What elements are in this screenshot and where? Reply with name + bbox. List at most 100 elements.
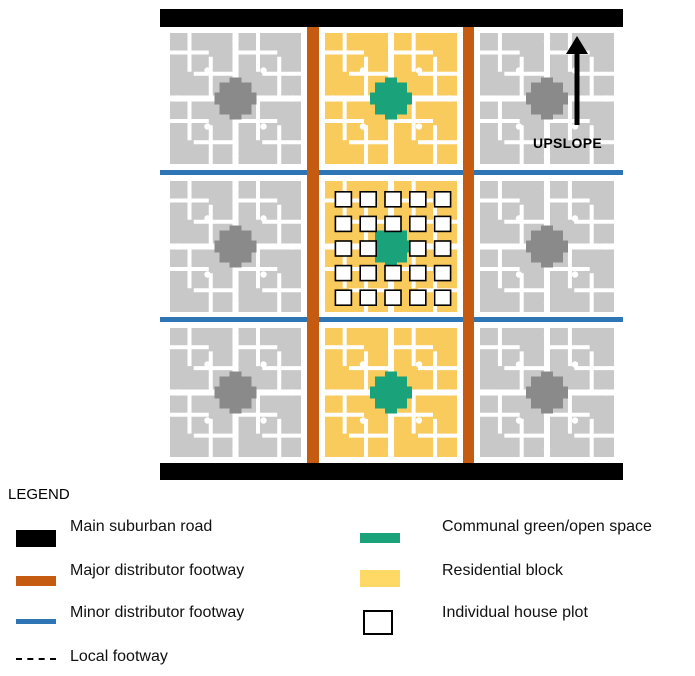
main-road-label: Main suburban road <box>70 518 213 535</box>
local-footway <box>238 198 278 203</box>
local-footway <box>364 56 369 96</box>
footway-node <box>359 67 367 74</box>
local-footway <box>394 119 434 123</box>
major-footway-swatch <box>16 576 56 586</box>
footway-node <box>543 152 551 160</box>
house-plot <box>334 215 353 233</box>
local-footway <box>208 204 213 244</box>
upslope-label: UPSLOPE <box>533 135 603 151</box>
footway-node <box>289 243 297 250</box>
footway-node <box>571 271 579 278</box>
footway-node <box>232 332 239 340</box>
local-footway <box>480 50 520 55</box>
house-plot <box>334 264 353 282</box>
footway-node <box>602 389 610 396</box>
footway-node <box>260 417 267 424</box>
local-footway <box>325 119 365 123</box>
footway-node <box>232 152 239 160</box>
house-plot <box>359 240 378 257</box>
footway-node <box>359 123 367 130</box>
footway-node <box>387 152 395 160</box>
local-footway <box>170 198 209 203</box>
local-footway <box>574 288 614 293</box>
local-footway <box>550 412 590 417</box>
footway-node <box>484 95 492 102</box>
local-footway <box>574 433 614 438</box>
local-footway <box>364 418 369 457</box>
footway-node <box>387 332 395 340</box>
local-footway <box>193 288 233 293</box>
local-footway <box>480 345 520 350</box>
footway-node <box>543 300 551 308</box>
local-footway <box>364 351 369 390</box>
local-footway <box>193 71 233 76</box>
local-footway <box>480 198 520 203</box>
local-footway <box>589 56 594 96</box>
local-footway <box>238 412 278 417</box>
local-footway <box>277 418 282 457</box>
local-footway <box>325 345 365 350</box>
footway-node <box>602 95 610 102</box>
footway-node <box>232 37 239 45</box>
footway-node <box>204 271 211 278</box>
footway-node <box>204 215 211 222</box>
local-footway <box>589 204 594 244</box>
communal-space <box>531 230 563 263</box>
local-footway <box>238 267 278 271</box>
local-footway <box>550 267 590 271</box>
local-footway <box>277 273 282 312</box>
grey-block <box>164 27 307 170</box>
residential-block-label: Residential block <box>442 562 563 579</box>
local-footway <box>238 119 278 123</box>
footway-node <box>515 361 523 368</box>
house-plot <box>433 240 452 257</box>
main-road-swatch <box>16 530 56 547</box>
minor-footway-swatch <box>16 619 56 624</box>
upslope-arrow <box>566 36 588 125</box>
house-plot <box>433 191 452 208</box>
local-footway <box>170 412 209 417</box>
green-space-label: Communal green/open space <box>442 518 652 535</box>
local-footway <box>277 351 282 390</box>
house-plot <box>334 289 353 307</box>
block-grid <box>164 27 620 463</box>
local-footway <box>504 433 544 438</box>
local-footway <box>550 119 590 123</box>
grey-block <box>474 27 620 170</box>
local-footway <box>519 56 524 96</box>
local-footway <box>170 345 209 350</box>
local-footway <box>170 267 209 271</box>
minor-footway-label: Minor distributor footway <box>70 604 245 621</box>
footway-node <box>543 332 551 340</box>
footway-node <box>260 67 267 74</box>
local-footway <box>519 204 524 244</box>
local-footway <box>170 50 209 55</box>
footway-node <box>260 361 267 368</box>
house-plot <box>359 289 378 307</box>
local-footway <box>417 140 457 145</box>
footway-node <box>543 185 551 193</box>
footway-node <box>232 185 239 193</box>
local-footway <box>504 140 544 145</box>
local-footway <box>193 366 233 371</box>
local-footway <box>433 125 438 164</box>
footway-node <box>484 389 492 396</box>
local-footway <box>519 418 524 457</box>
footway-node <box>204 123 211 130</box>
house-plot <box>408 264 427 282</box>
house-plot-block <box>319 175 463 318</box>
communal-space <box>219 376 252 409</box>
local-footway <box>238 345 278 350</box>
local-footway <box>589 273 594 312</box>
footway-node <box>445 95 453 102</box>
local-footway <box>550 345 590 350</box>
local-footway <box>480 412 520 417</box>
footway-node <box>174 389 182 396</box>
major-footway-right <box>463 27 474 463</box>
local-footway <box>348 140 388 145</box>
local-footway <box>550 198 590 203</box>
footway-node <box>543 37 551 45</box>
footway-node <box>204 361 211 368</box>
footway-node <box>415 417 423 424</box>
local-footway <box>238 50 278 55</box>
